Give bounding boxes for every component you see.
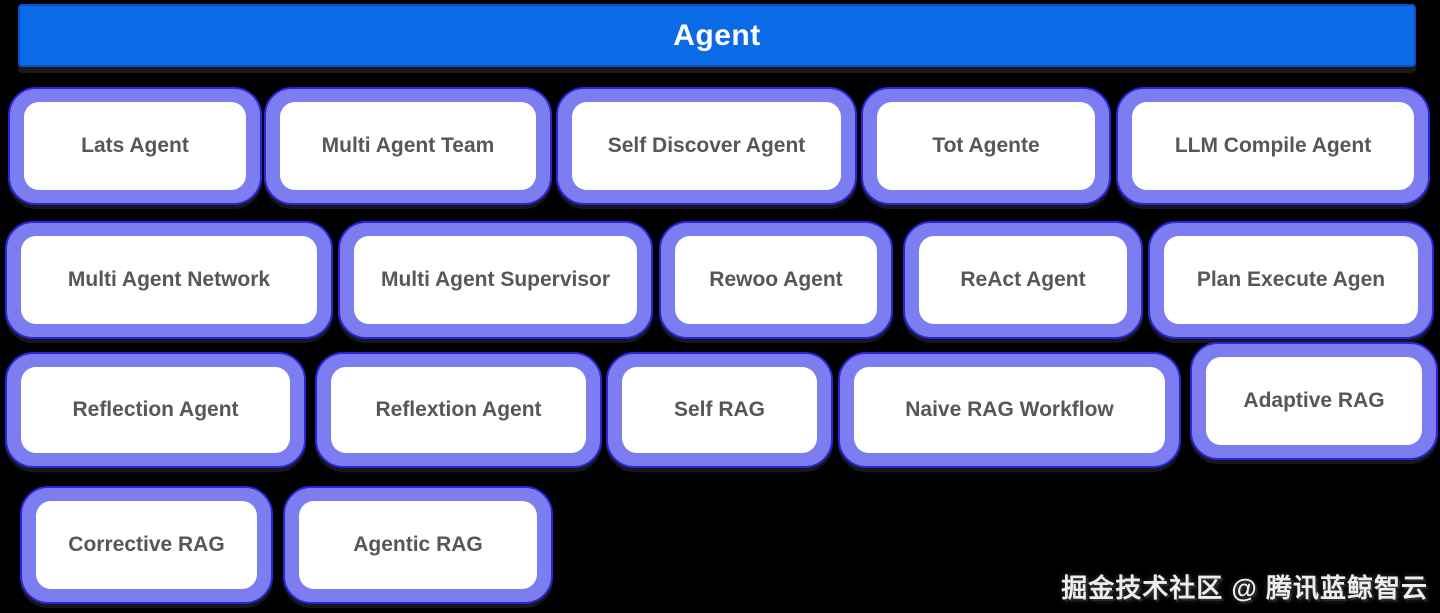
agent-node-label: Corrective RAG: [68, 533, 225, 556]
agent-node-inner: Multi Agent Team: [280, 102, 536, 190]
agent-node-inner: Lats Agent: [24, 102, 246, 190]
agent-node: Tot Agente: [861, 87, 1111, 205]
agent-node-label: Reflection Agent: [72, 398, 239, 421]
agent-node-label: Self Discover Agent: [607, 134, 806, 157]
agent-node-label: Rewoo Agent: [709, 268, 843, 291]
agent-node-label: LLM Compile Agent: [1174, 134, 1372, 157]
agent-node: Multi Agent Supervisor: [338, 221, 653, 339]
agent-node-inner: Rewoo Agent: [675, 236, 877, 324]
agent-node: Self Discover Agent: [556, 87, 857, 205]
agent-node-inner: Corrective RAG: [36, 501, 257, 589]
agent-node: Plan Execute Agen: [1148, 221, 1434, 339]
agent-node-inner: Reflection Agent: [21, 367, 290, 453]
agent-node-label: Adaptive RAG: [1243, 389, 1385, 412]
agent-node: Naive RAG Workflow: [838, 352, 1181, 468]
agent-node: Multi Agent Team: [264, 87, 552, 205]
agent-node-label: Tot Agente: [932, 134, 1040, 157]
agent-node-inner: LLM Compile Agent: [1132, 102, 1414, 190]
agent-node-inner: Agentic RAG: [299, 501, 537, 589]
agent-node-inner: Multi Agent Network: [21, 236, 317, 324]
agent-node: Agentic RAG: [283, 486, 553, 604]
agent-node: ReAct Agent: [903, 221, 1143, 339]
watermark-text: 掘金技术社区 @ 腾讯蓝鲸智云: [1061, 573, 1428, 603]
agent-node: Reflection Agent: [5, 352, 306, 468]
agent-node: Rewoo Agent: [659, 221, 893, 339]
agent-node-inner: Plan Execute Agen: [1164, 236, 1418, 324]
agent-node-label: Multi Agent Network: [67, 268, 271, 291]
agent-node: Multi Agent Network: [5, 221, 333, 339]
agent-node: Lats Agent: [8, 87, 262, 205]
agent-node-label: Multi Agent Supervisor: [380, 268, 611, 291]
agent-node-label: Multi Agent Team: [321, 134, 495, 157]
agent-node-inner: Self RAG: [622, 367, 817, 453]
agent-node-label: Reflextion Agent: [375, 398, 542, 421]
agent-node-label: Lats Agent: [81, 134, 189, 157]
agent-node-label: Plan Execute Agen: [1196, 268, 1386, 291]
agent-header-label: Agent: [673, 18, 761, 52]
agent-node-inner: Naive RAG Workflow: [854, 367, 1165, 453]
agent-node-inner: Self Discover Agent: [572, 102, 841, 190]
agent-header-bar: Agent: [18, 4, 1416, 67]
agent-node-label: Naive RAG Workflow: [905, 398, 1114, 421]
agent-node-label: Agentic RAG: [353, 533, 483, 556]
agent-node-inner: Tot Agente: [877, 102, 1095, 190]
agent-node-label: ReAct Agent: [960, 268, 1086, 291]
agent-node-inner: Adaptive RAG: [1206, 357, 1422, 445]
agent-node: Self RAG: [606, 352, 833, 468]
agent-node-label: Self RAG: [673, 398, 765, 421]
agent-node-inner: Reflextion Agent: [331, 367, 586, 453]
agent-node: LLM Compile Agent: [1116, 87, 1430, 205]
agent-node-inner: ReAct Agent: [919, 236, 1127, 324]
agent-node: Corrective RAG: [20, 486, 273, 604]
agent-node-inner: Multi Agent Supervisor: [354, 236, 637, 324]
agent-node: Reflextion Agent: [315, 352, 602, 468]
agent-node: Adaptive RAG: [1190, 342, 1438, 460]
